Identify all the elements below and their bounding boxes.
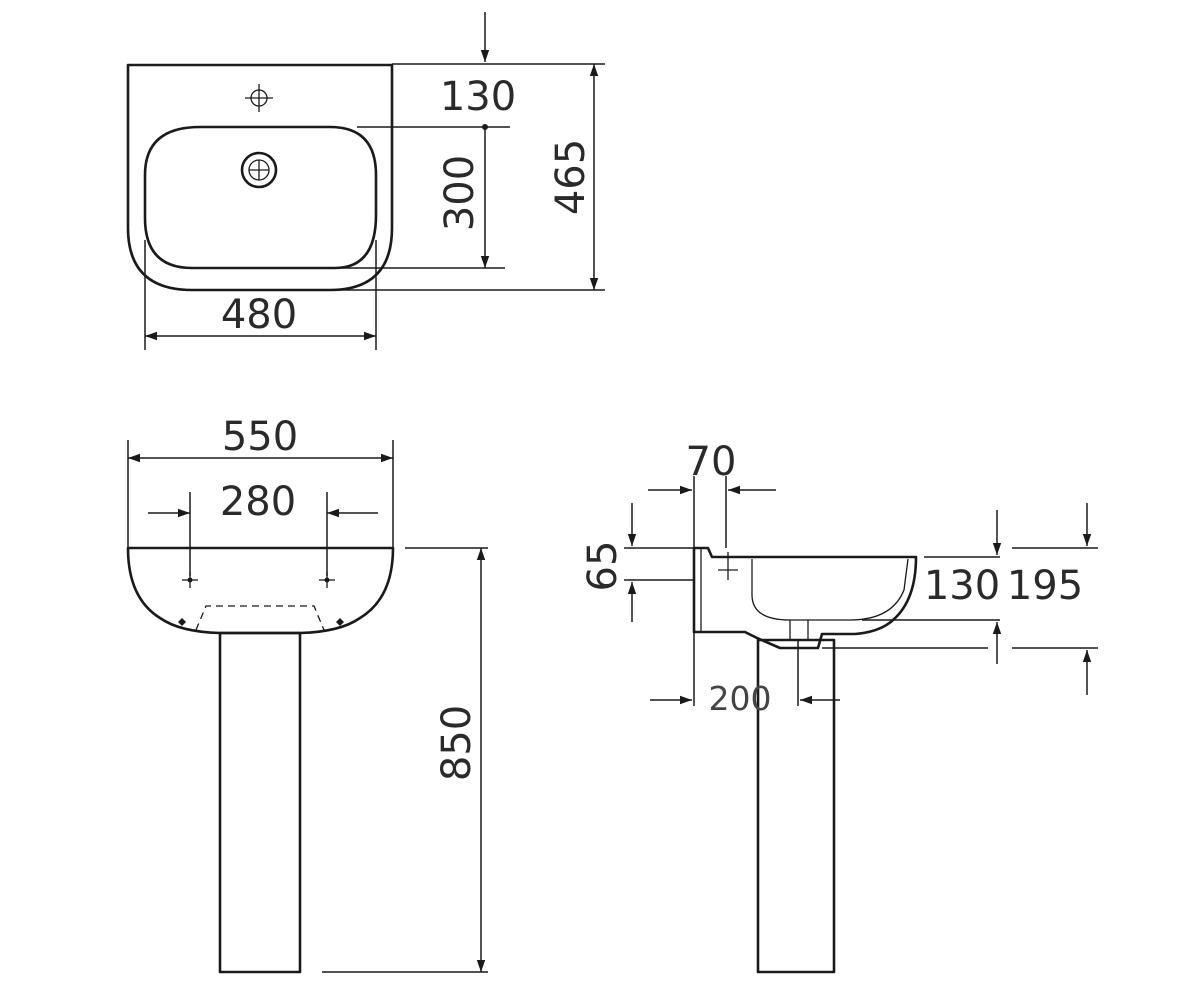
- dim-pedestal-offset: 200: [709, 679, 772, 718]
- dim-overall-depth: 465: [548, 139, 594, 215]
- dim-overall-basin-height: 195: [1007, 563, 1083, 609]
- front-waste-dashed: [195, 605, 325, 631]
- dim-tap-hole-offset: 130: [440, 74, 516, 120]
- dim-overall-height: 850: [434, 705, 480, 781]
- front-view: 550 280 850: [126, 414, 488, 974]
- trap-outlet-side: [789, 620, 809, 641]
- side-view: 70 65 130 195 200: [580, 439, 1098, 974]
- basin-outline-side: [692, 546, 918, 650]
- waste-outlet-icon: [240, 151, 278, 189]
- dim-overall-width: 550: [222, 414, 298, 460]
- pedestal-front: [218, 631, 302, 974]
- dim-fixing-centres: 280: [220, 479, 296, 525]
- dim-wall-offset: 65: [580, 541, 626, 592]
- dim-bowl-width: 480: [221, 292, 297, 338]
- basin-outline-front: [126, 546, 395, 635]
- basin-bowl-side: [751, 558, 909, 621]
- pedestal-side: [756, 638, 836, 974]
- top-view: 130 300 465 480: [126, 12, 605, 350]
- dim-rim-thickness: 70: [686, 439, 737, 485]
- tap-hole-icon: [245, 84, 273, 112]
- basin-bowl-top: [143, 125, 378, 270]
- dim-basin-height: 130: [924, 563, 1000, 609]
- basin-outline-top: [126, 63, 394, 292]
- dim-bowl-depth: 300: [437, 155, 483, 231]
